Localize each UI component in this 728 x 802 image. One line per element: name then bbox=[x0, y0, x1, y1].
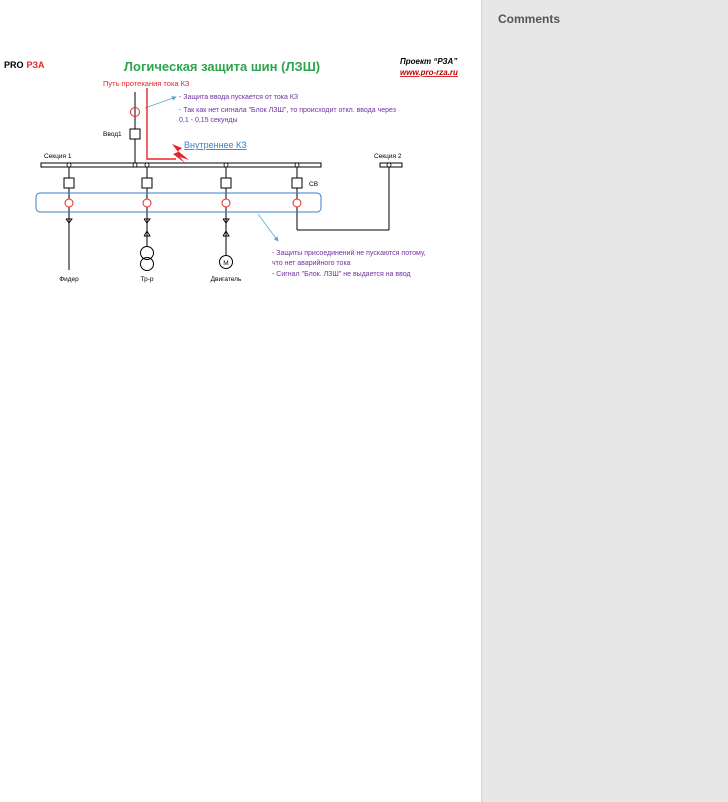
feeder-label: Фидер bbox=[59, 276, 79, 283]
fault-lightning-icon bbox=[172, 144, 189, 163]
section2-label: Секция 2 bbox=[374, 153, 402, 160]
note-trip-line2: 0,1 - 0,15 секунды bbox=[179, 117, 238, 124]
note-trip-line1: - Так как нет сигнала "Блок ЛЗШ", то про… bbox=[179, 107, 396, 114]
note-block-signal: - Сигнал "Блок. ЛЗШ" не выдается на ввод bbox=[272, 271, 411, 278]
note-arrow-lower bbox=[257, 213, 279, 242]
internal-fault-label: Внутреннее КЗ bbox=[184, 140, 247, 150]
note-feeders-line1: - Защиты присоединений не пускаются пото… bbox=[272, 249, 426, 257]
incomer-breaker-icon bbox=[129, 128, 141, 140]
transformer-breaker-icon bbox=[141, 177, 153, 189]
note-feeders-line2: что нет аварийного тока bbox=[272, 259, 351, 267]
incomer-ct-icon bbox=[130, 107, 140, 117]
note-arrow-upper bbox=[144, 96, 177, 109]
motor-breaker-icon bbox=[220, 177, 232, 189]
feeder-ct-icons bbox=[64, 198, 302, 208]
comments-panel: Comments bbox=[481, 0, 728, 802]
feeder-breaker-icon bbox=[63, 177, 75, 189]
protection-zone-box bbox=[35, 192, 322, 213]
fault-path-label: Путь протекания тока КЗ bbox=[103, 79, 190, 88]
fault-path-line bbox=[146, 88, 176, 160]
page-title: Логическая защита шин (ЛЗШ) bbox=[124, 59, 320, 74]
incomer-label: Ввод1 bbox=[103, 131, 122, 138]
bus-coupler-breaker-icon bbox=[291, 177, 303, 189]
transformer-icon bbox=[140, 246, 154, 271]
bus-junctions bbox=[66, 162, 392, 168]
motor-icon bbox=[219, 255, 233, 269]
transformer-label: Тр-р bbox=[141, 276, 154, 283]
section1-busbar bbox=[40, 162, 322, 168]
section1-label: Секция 1 bbox=[44, 153, 72, 160]
cable-end-icons bbox=[65, 218, 230, 237]
site-link[interactable]: www.pro-rza.ru bbox=[400, 68, 458, 77]
motor-symbol: М bbox=[223, 260, 228, 267]
note-incomer-start: - Защита ввода пускается от тока КЗ bbox=[179, 94, 298, 101]
comments-title: Comments bbox=[498, 12, 561, 26]
bus-coupler-label: СВ bbox=[309, 181, 318, 188]
project-label: Проект “РЗА” bbox=[400, 57, 457, 66]
motor-label: Двигатель bbox=[211, 276, 242, 283]
